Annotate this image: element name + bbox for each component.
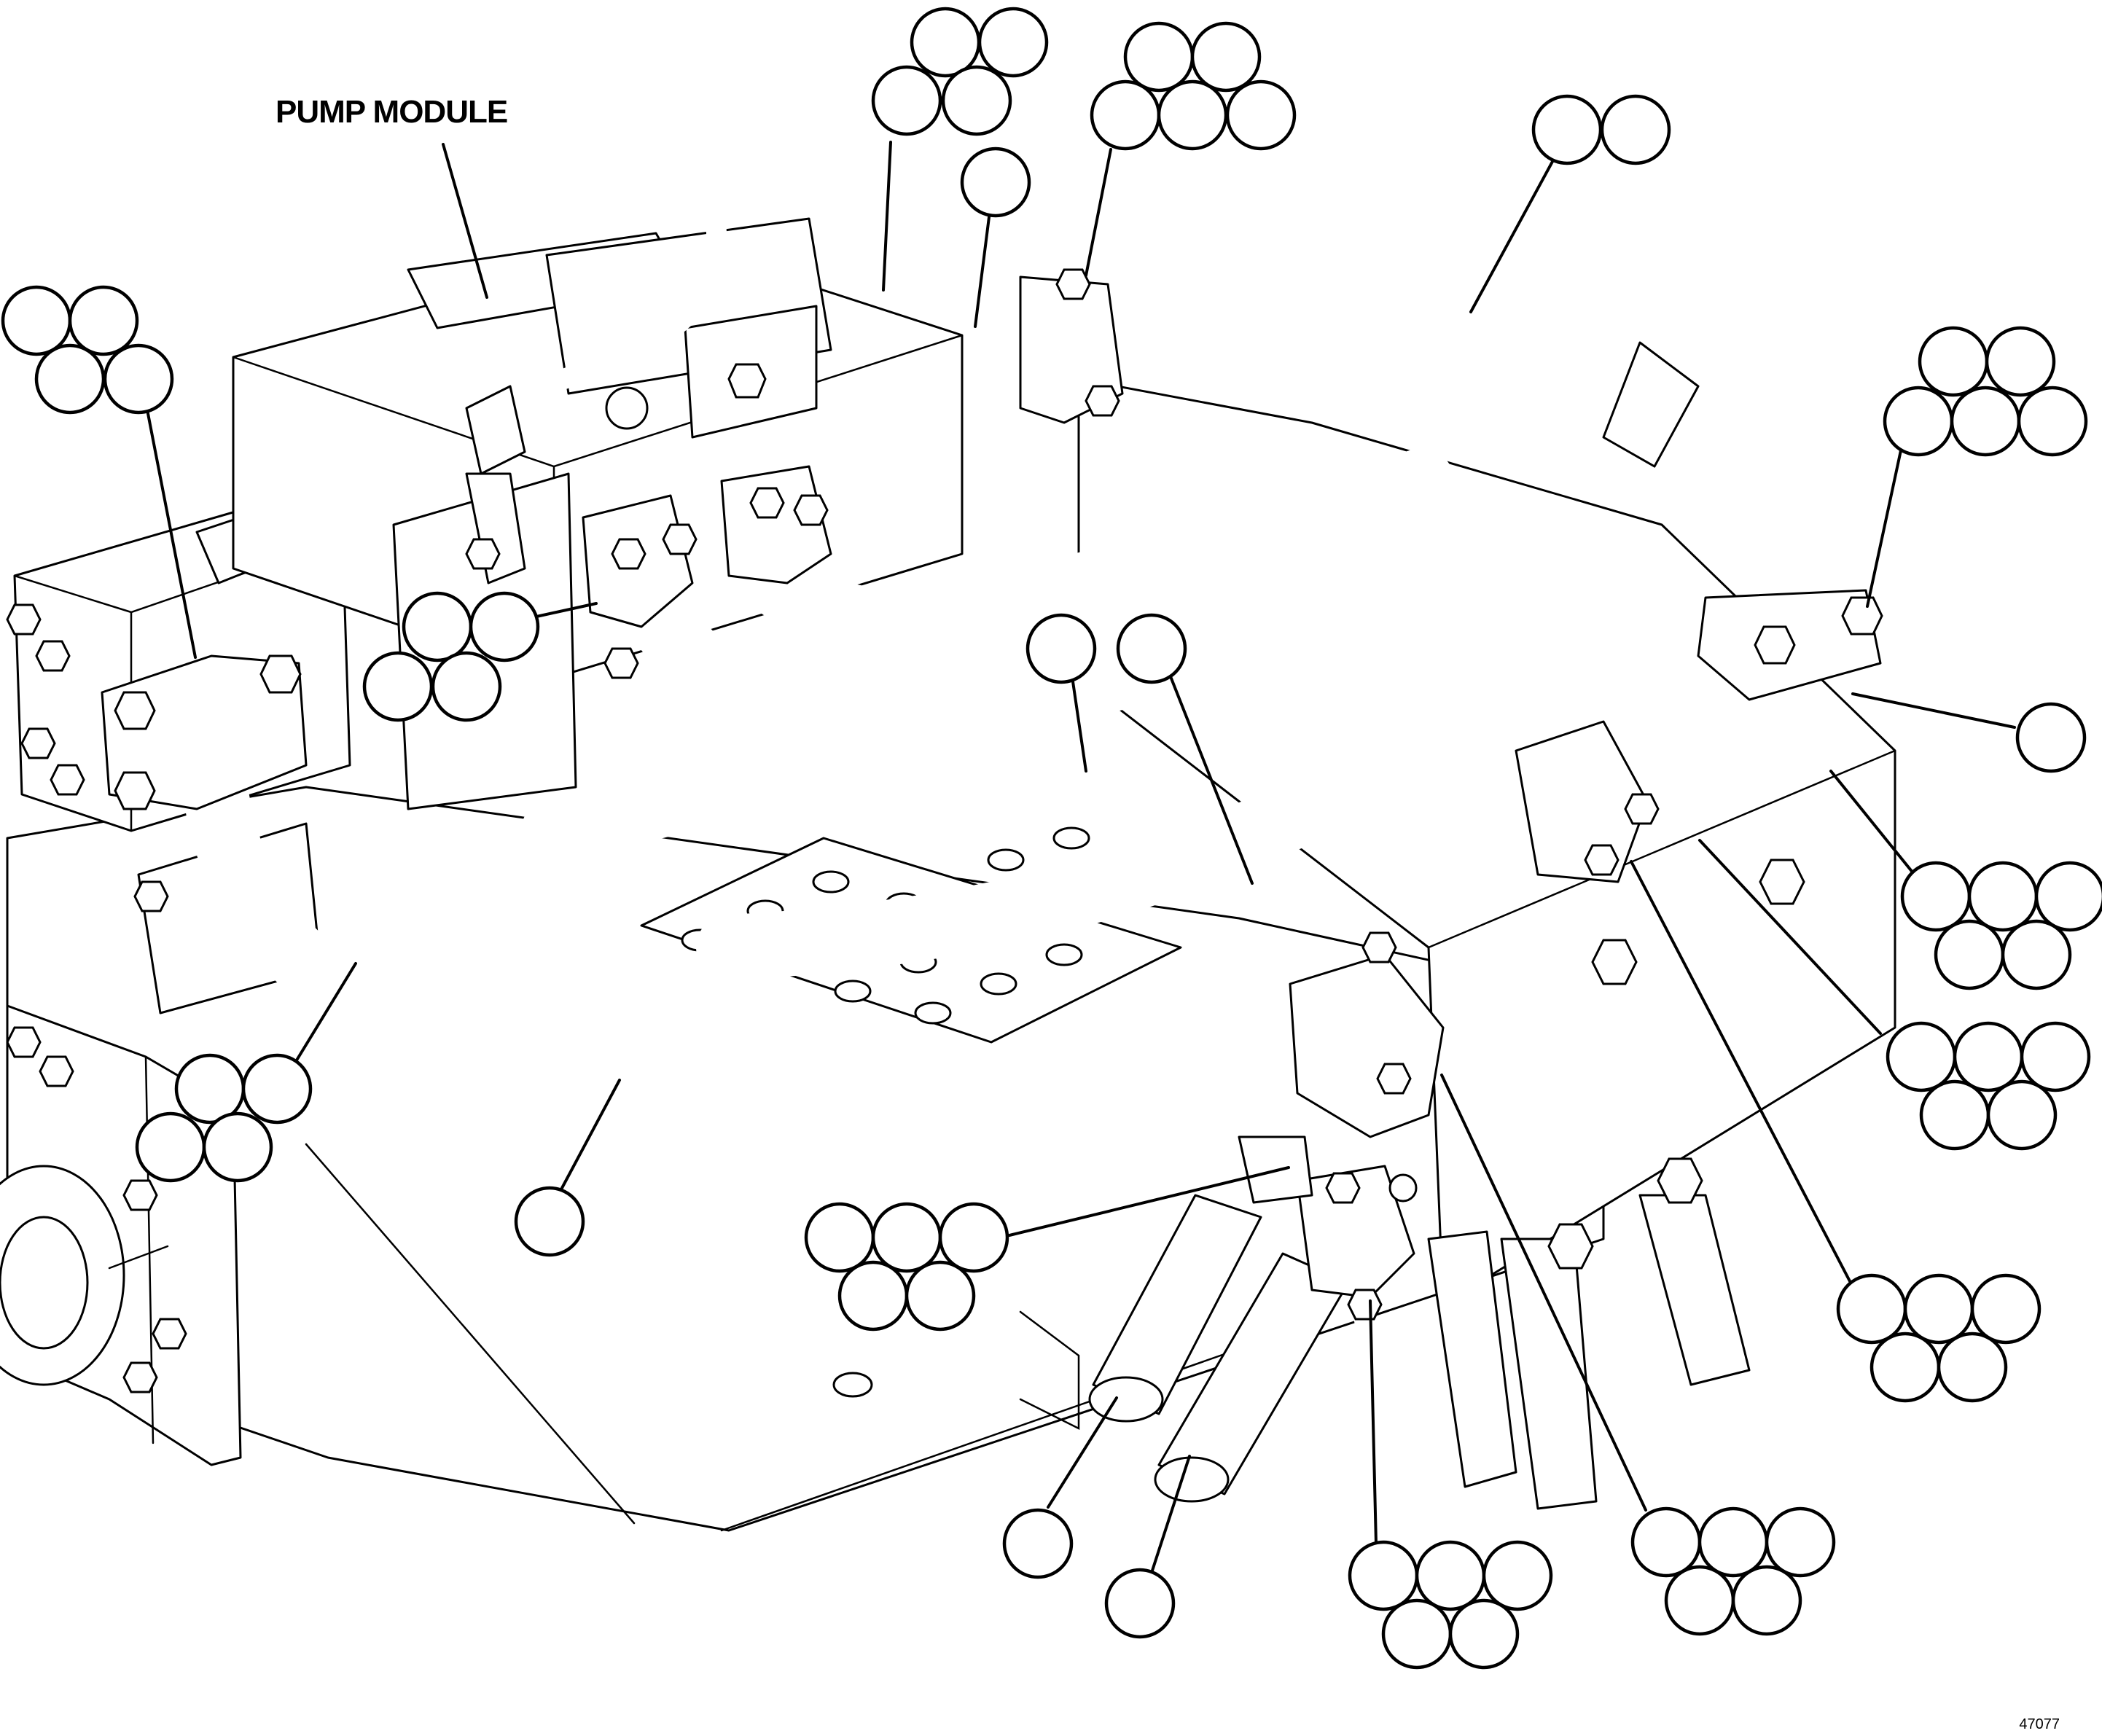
figure-number: 47077: [2019, 1716, 2060, 1732]
callout-cluster-bottom-left-center: [804, 1202, 1009, 1332]
lower-middle-hose: [696, 720, 1660, 980]
callout-cluster-right-lower: [1886, 1021, 2091, 1151]
callout-pair-top-right: [1531, 94, 1671, 165]
callout-single-center-b: [1116, 613, 1187, 684]
callout-cluster-left-lower: [135, 1053, 313, 1183]
callout-cluster-bottom-center: [1348, 1540, 1553, 1670]
callout-cluster-top-left: [1, 285, 174, 415]
callout-cluster-top-center-right: [1090, 21, 1297, 151]
pump-module-label: PUMP MODULE: [276, 94, 507, 130]
lower-fittings: [1238, 1135, 1418, 1321]
callout-single-top-center: [960, 146, 1031, 218]
top-bent-tube: [465, 179, 728, 475]
callout-cluster-top-center: [871, 7, 1049, 136]
callout-single-bottom-b: [1104, 1568, 1176, 1639]
callout-single-bottom-left: [514, 1186, 585, 1257]
callout-cluster-left-middle: [362, 591, 540, 722]
callout-cluster-right-middle: [1900, 861, 2102, 990]
middle-hose: [521, 587, 1761, 864]
equipment-drawing: [0, 179, 1896, 1532]
center-port-hose: [582, 448, 1454, 820]
callout-cluster-right-bottom: [1836, 1273, 2042, 1403]
callout-single-center-a: [1025, 613, 1097, 684]
lower-hoses: [1088, 1194, 1394, 1503]
callout-cluster-bottom-right: [1630, 1506, 1836, 1636]
left-flange: [101, 654, 308, 810]
callout-single-right: [2015, 702, 2087, 773]
callout-cluster-right-upper: [1883, 326, 2088, 457]
main-loop-hose: [178, 681, 1445, 1178]
callout-single-bottom-a: [1002, 1508, 1074, 1579]
right-upper-flange: [1697, 589, 1883, 701]
upper-hose: [1019, 268, 1826, 660]
